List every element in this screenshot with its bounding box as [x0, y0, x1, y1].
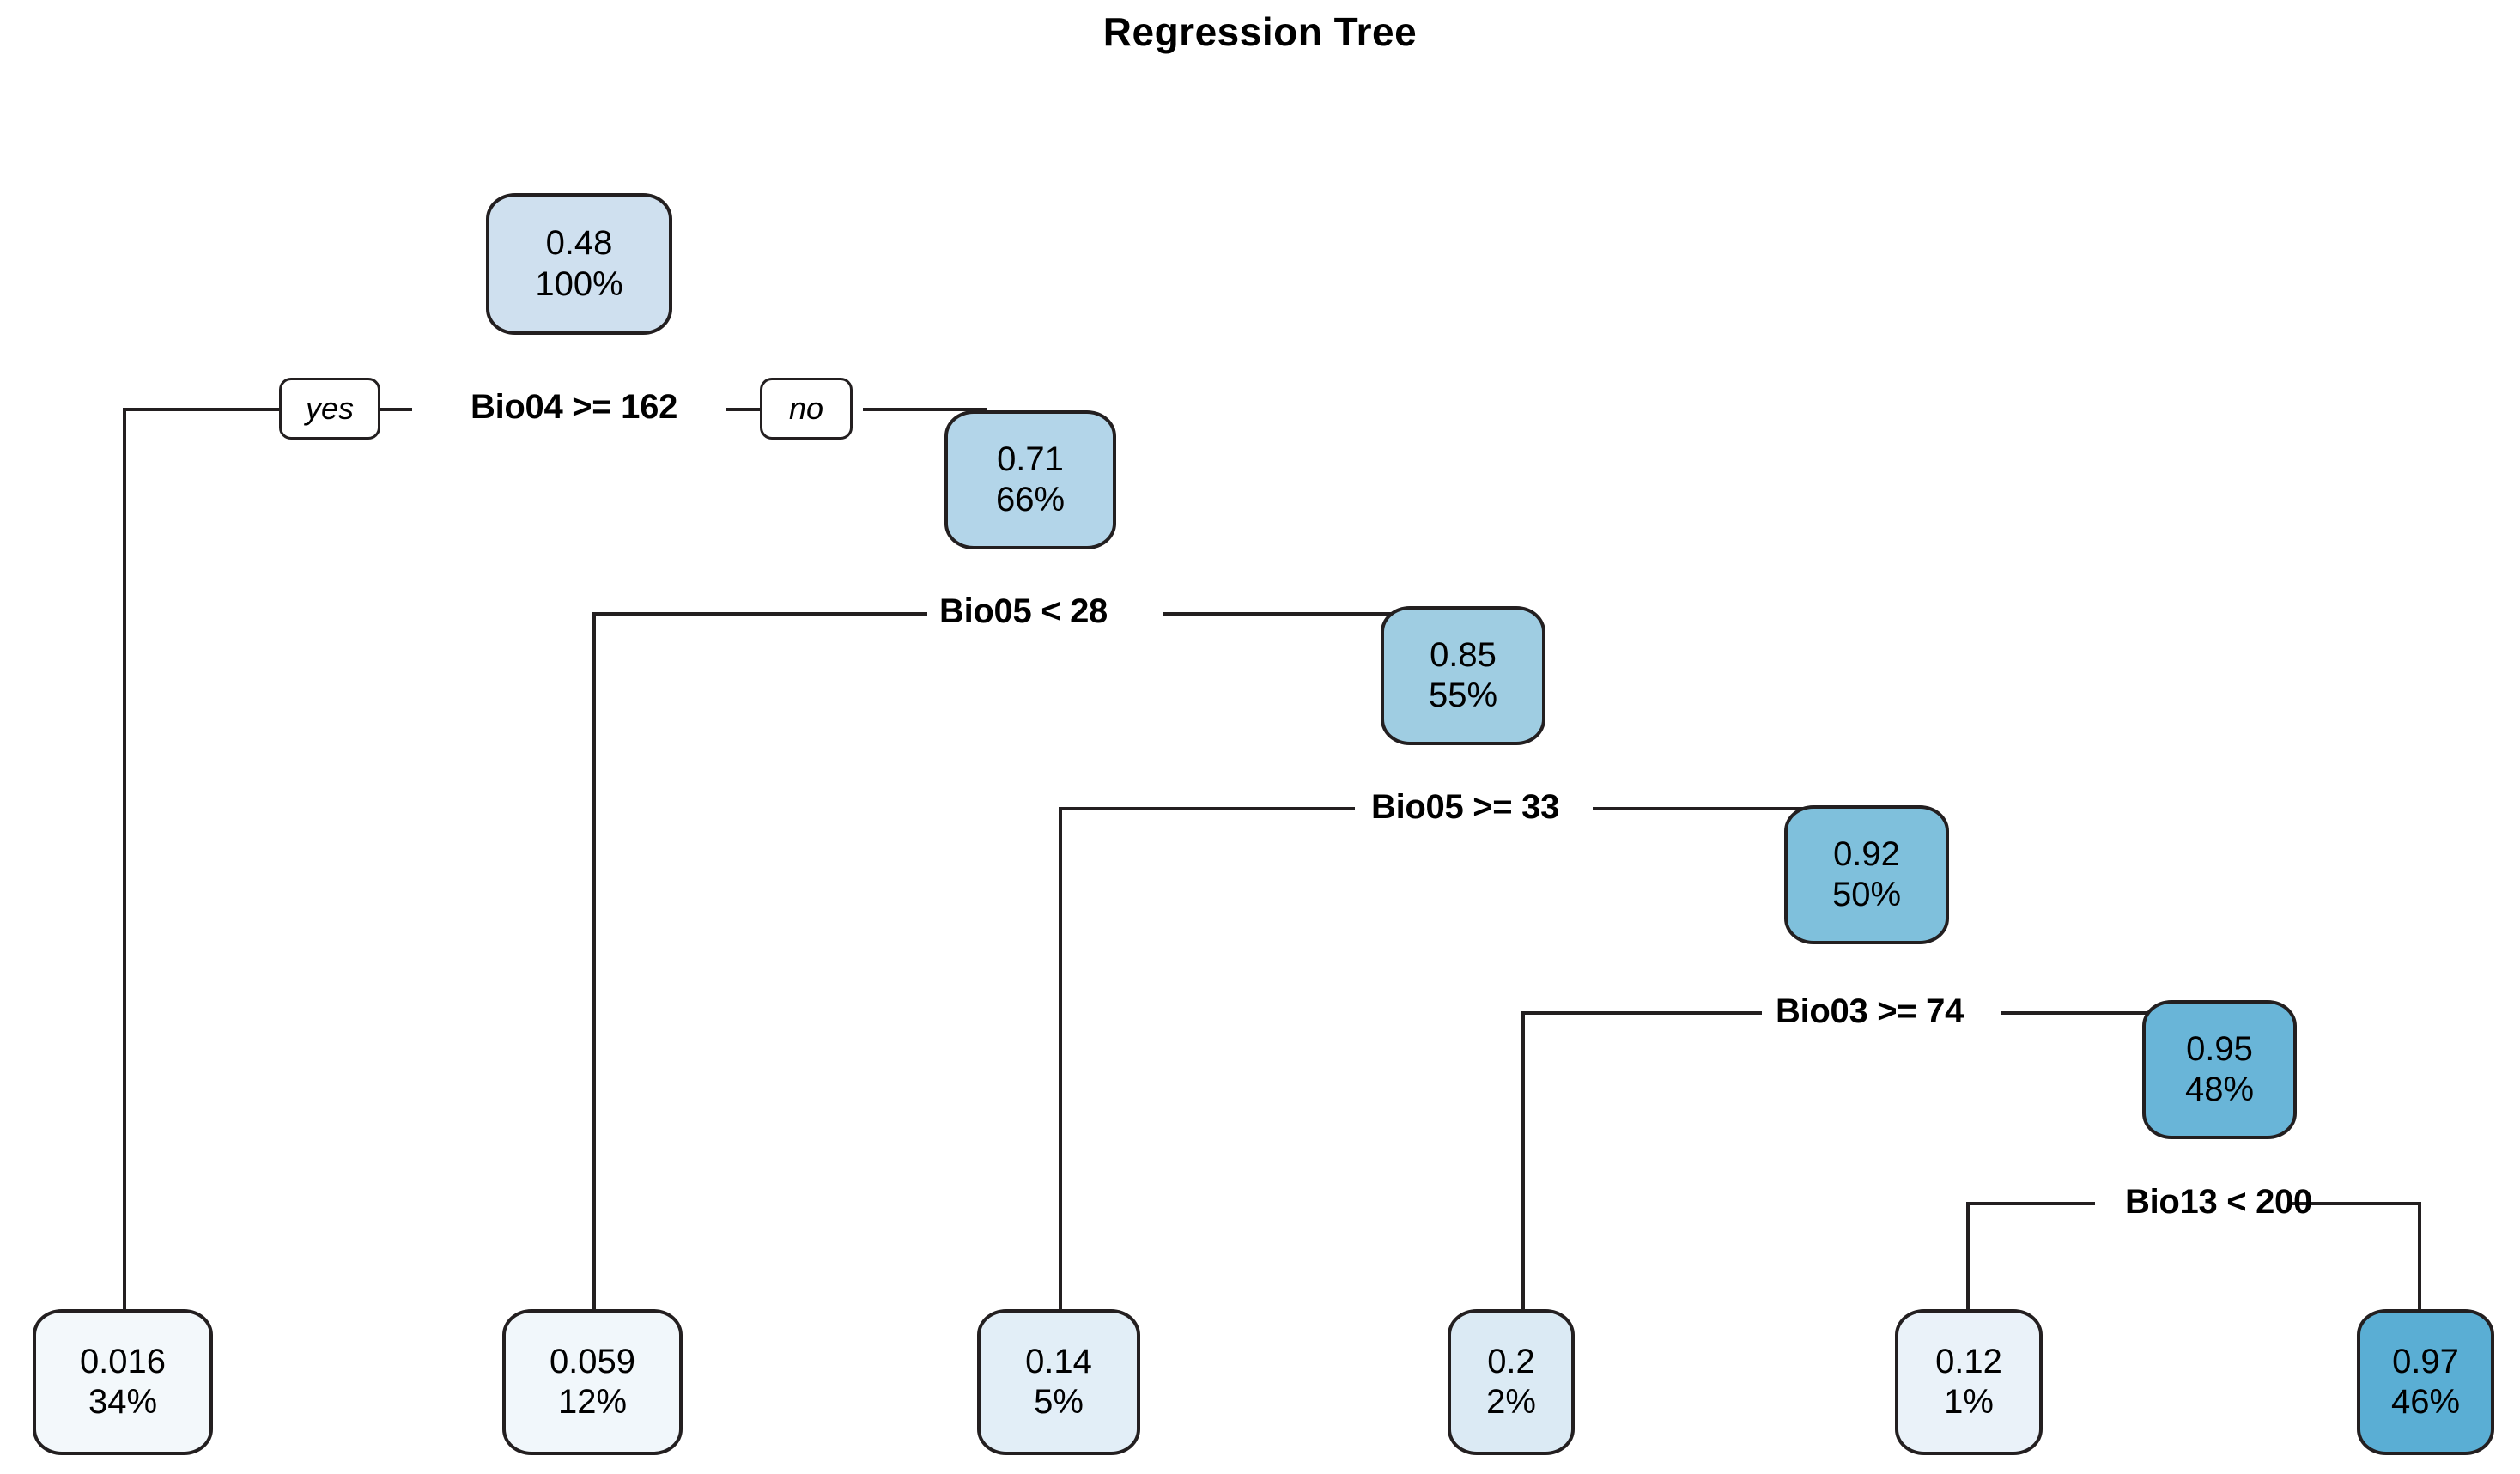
tree-leaf-2[interactable]: 0.059 12%: [502, 1309, 683, 1455]
split-label-bio05-lt28: Bio05 < 28: [939, 592, 1108, 630]
tree-leaf-1-percent: 34%: [88, 1383, 158, 1421]
tree-node-n2[interactable]: 0.71 66%: [944, 410, 1116, 549]
tree-node-root[interactable]: 0.48 100%: [486, 193, 672, 335]
branch-badge-yes-label: yes: [305, 391, 355, 426]
tree-leaf-1[interactable]: 0.016 34%: [33, 1309, 213, 1455]
connector-split4-no-horizontal: [2001, 1011, 2185, 1015]
branch-badge-yes: yes: [279, 378, 380, 440]
split-label-bio13: Bio13 < 200: [2125, 1183, 2312, 1221]
tree-node-n4-value: 0.92: [1833, 834, 1900, 873]
connector-split5-no-horizontal: [2292, 1202, 2421, 1205]
tree-leaf-5-value: 0.12: [1935, 1342, 2002, 1380]
tree-node-n2-percent: 66%: [995, 481, 1066, 519]
tree-leaf-6-percent: 46%: [2390, 1383, 2461, 1421]
tree-node-n5[interactable]: 0.95 48%: [2142, 1000, 2297, 1139]
connector-split3-yes-horizontal: [1059, 807, 1355, 810]
connector-split4-yes-horizontal: [1521, 1011, 1762, 1015]
connector-split1-yes-horizontal: [123, 408, 282, 411]
tree-leaf-2-percent: 12%: [557, 1383, 628, 1421]
tree-leaf-4-value: 0.2: [1487, 1342, 1535, 1380]
connector-split1-yes-vertical: [123, 408, 126, 1331]
tree-node-n3-percent: 55%: [1428, 676, 1498, 714]
tree-leaf-5[interactable]: 0.12 1%: [1895, 1309, 2043, 1455]
connector-split5-no-vertical: [2418, 1202, 2421, 1331]
tree-node-n5-value: 0.95: [2186, 1029, 2253, 1068]
tree-node-root-value: 0.48: [545, 224, 613, 263]
tree-leaf-6-value: 0.97: [2392, 1342, 2459, 1380]
tree-leaf-4[interactable]: 0.2 2%: [1448, 1309, 1575, 1455]
connector-split2-yes-horizontal: [592, 612, 927, 616]
split-label-bio05-gte33: Bio05 >= 33: [1371, 788, 1560, 826]
tree-node-n4-percent: 50%: [1831, 876, 1902, 913]
tree-leaf-3[interactable]: 0.14 5%: [977, 1309, 1140, 1455]
tree-leaf-3-percent: 5%: [1034, 1383, 1084, 1421]
tree-node-n2-value: 0.71: [997, 440, 1064, 478]
tree-leaf-6[interactable]: 0.97 46%: [2357, 1309, 2494, 1455]
split-label-bio03: Bio03 >= 74: [1776, 992, 1964, 1030]
connector-split5-yes-vertical: [1966, 1202, 1970, 1331]
branch-badge-no-label: no: [788, 391, 824, 426]
connector-split1-yes-stub: [378, 408, 412, 411]
tree-node-n3[interactable]: 0.85 55%: [1381, 606, 1545, 745]
connector-split1-no-stub-left: [726, 408, 760, 411]
connector-split2-no-horizontal: [1163, 612, 1412, 616]
split-label-bio04: Bio04 >= 162: [471, 388, 678, 426]
tree-node-n3-value: 0.85: [1430, 635, 1497, 674]
connector-split1-no-horizontal: [863, 408, 987, 411]
connector-split2-yes-vertical: [592, 612, 596, 1331]
tree-node-n4[interactable]: 0.92 50%: [1784, 805, 1949, 944]
branch-badge-no: no: [760, 378, 853, 440]
tree-leaf-3-value: 0.14: [1025, 1342, 1092, 1380]
tree-leaf-2-value: 0.059: [549, 1342, 636, 1380]
connector-split4-yes-vertical: [1521, 1011, 1525, 1331]
tree-leaf-1-value: 0.016: [79, 1342, 167, 1380]
connector-split3-yes-vertical: [1059, 807, 1062, 1331]
tree-node-root-percent: 100%: [535, 264, 623, 303]
tree-node-n5-percent: 48%: [2184, 1071, 2255, 1108]
tree-leaf-4-percent: 2%: [1486, 1383, 1536, 1421]
connector-split5-yes-horizontal: [1966, 1202, 2095, 1205]
page-title: Regression Tree: [1102, 9, 1418, 54]
tree-leaf-5-percent: 1%: [1944, 1383, 1994, 1421]
connector-split3-no-horizontal: [1593, 807, 1820, 810]
